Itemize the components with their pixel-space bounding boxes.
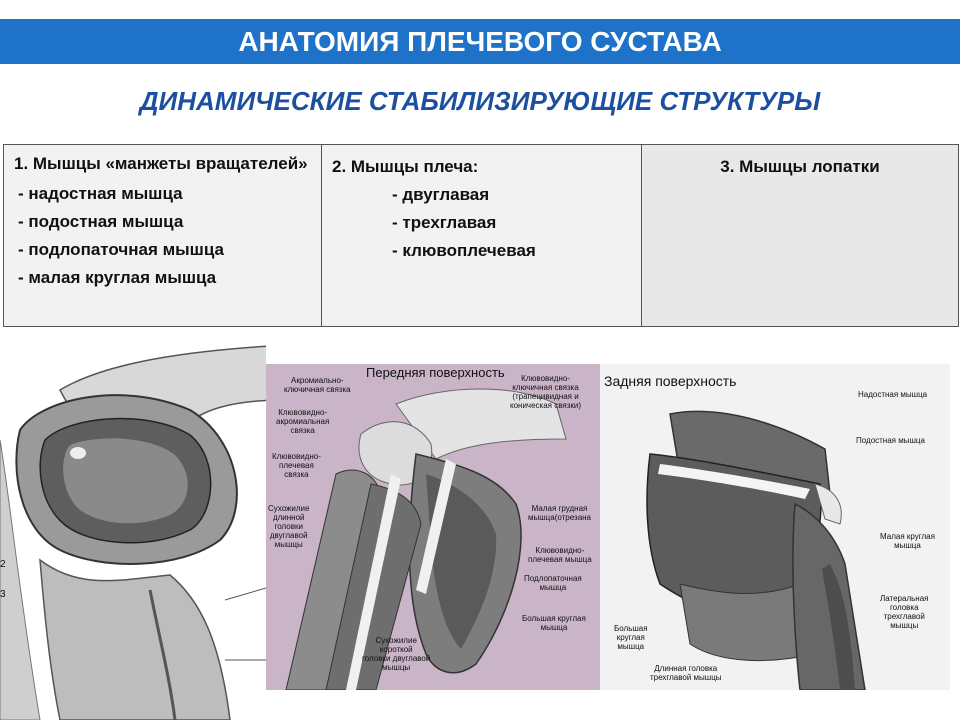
label-long-head-triceps: Длинная головка трехглавой мышцы bbox=[650, 664, 722, 682]
label-subscapularis: Подлопаточная мышца bbox=[524, 574, 582, 592]
list-item: - клювоплечевая bbox=[392, 241, 536, 260]
anterior-title: Передняя поверхность bbox=[366, 365, 505, 380]
label-supraspinatus: Надостная мышца bbox=[858, 390, 928, 399]
muscles-table: 1. Мышцы «манжеты вращателей» - надостна… bbox=[3, 144, 959, 327]
posterior-title: Задняя поверхность bbox=[604, 373, 737, 389]
slide-title: АНАТОМИЯ ПЛЕЧЕВОГО СУСТАВА bbox=[0, 19, 960, 64]
rotator-cuff-heading: 1. Мышцы «манжеты вращателей» bbox=[14, 154, 308, 173]
label-teres-minor: Малая круглая мышца bbox=[880, 532, 935, 550]
scapula-muscles-column: 3. Мышцы лопатки bbox=[642, 145, 958, 326]
arm-muscles-heading: 2. Мышцы плеча: bbox=[332, 157, 479, 176]
posterior-drawing bbox=[646, 410, 866, 690]
list-item: - трехглавая bbox=[392, 213, 497, 232]
scapula-muscles-heading: 3. Мышцы лопатки bbox=[720, 157, 880, 176]
figure-number-3: 3 bbox=[0, 589, 6, 600]
label-coracobrachialis: Клювовидно- плечевая мышца bbox=[528, 546, 592, 564]
arm-muscles-column: 2. Мышцы плеча: - двуглавая - трехглавая… bbox=[322, 145, 642, 326]
anterior-view-illustration: Передняя поверхность Акромиально- ключич… bbox=[266, 364, 600, 690]
label-lateral-head: Латеральная головка трехглавой мышцы bbox=[880, 594, 929, 630]
list-item: - подлопаточная мышца bbox=[18, 240, 224, 259]
label-teres-major: Большая круглая мышца bbox=[522, 614, 586, 632]
label-long-head-tendon: Сухожилие длинной головки двуглавой мышц… bbox=[268, 504, 310, 549]
glenoid-illustration: 2 3 bbox=[0, 340, 266, 720]
glenoid-drawing bbox=[0, 345, 266, 720]
label-acromioclavicular: Акромиально- ключичная связка bbox=[284, 376, 351, 394]
label-coracohumeral: Клювовидно- плечевая связка bbox=[272, 452, 321, 479]
anterior-drawing bbox=[285, 388, 567, 690]
label-coracoacromial: Клювовидно- акромиальная связка bbox=[276, 408, 330, 435]
list-item: - подостная мышца bbox=[18, 212, 184, 231]
slide-subtitle: ДИНАМИЧЕСКИЕ СТАБИЛИЗИРУЮЩИЕ СТРУКТУРЫ bbox=[139, 86, 821, 116]
label-teres-major-back: Большая круглая мышца bbox=[614, 624, 648, 651]
label-pectoralis-minor: Малая грудная мышца(отрезана bbox=[528, 504, 592, 522]
list-item: - двуглавая bbox=[392, 185, 490, 204]
label-infraspinatus: Подостная мышца bbox=[856, 436, 925, 445]
label-short-head-tendon: Сухожилие короткой головки двуглавой мыш… bbox=[362, 636, 431, 672]
posterior-view-illustration: Задняя поверхность Надостная мышца Подос… bbox=[600, 364, 950, 690]
list-item: - надостная мышца bbox=[18, 184, 183, 203]
rotator-cuff-column: 1. Мышцы «манжеты вращателей» - надостна… bbox=[4, 145, 322, 326]
label-coracoclavicular: Клювовидно- ключичная связка (трапецивид… bbox=[510, 374, 582, 410]
list-item: - малая круглая мышца bbox=[18, 268, 217, 287]
figure-number-2: 2 bbox=[0, 559, 6, 570]
